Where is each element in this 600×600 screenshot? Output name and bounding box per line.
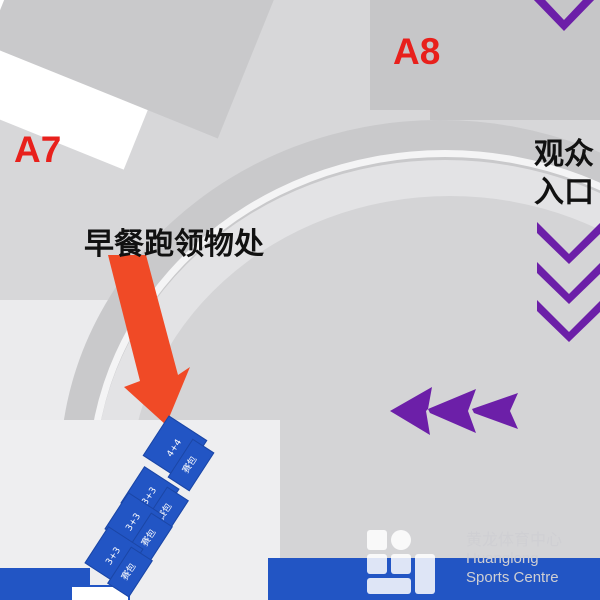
spectator-entrance-line2: 入口 [534,175,594,210]
watermark-text: 黄龙体育中心 Huanglong Sports Centre [466,530,562,587]
booth-3-name-label: 赛包 [140,527,159,549]
huanglong-logo-icon [367,530,435,594]
booth-1-name-label: 赛包 [181,454,200,476]
red-down-left-arrow-icon [108,255,190,425]
zone-label-a7: A7 [14,129,62,170]
watermark-en-line2: Sports Centre [466,569,559,586]
booth-4-name-label: 赛包 [120,561,139,583]
purple-chevron-left-icon [390,387,518,435]
purple-chevron-down-icon [537,262,600,304]
watermark-cn: 黄龙体育中心 [466,530,563,549]
purple-chevron-down-icon [537,300,600,342]
spectator-entrance-label: 观众 入口 [534,136,594,212]
watermark-en-line1: Huanglong [466,550,539,567]
purple-chevron-down-icon [533,0,595,31]
spectator-entrance-line1: 观众 [534,137,594,172]
pickup-point-label: 早餐跑领物处 [84,227,264,262]
plaza-area-dark-lower [430,60,600,120]
zone-label-a8: A8 [393,31,441,72]
purple-chevron-down-icon [537,222,600,264]
